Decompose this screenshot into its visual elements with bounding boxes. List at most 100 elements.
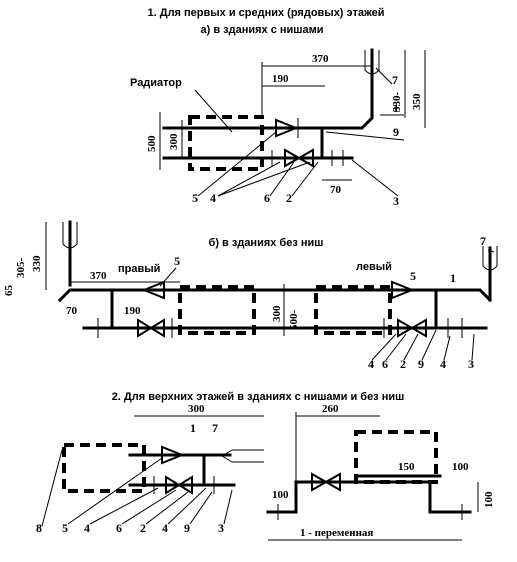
dim-a-330: 330- — [391, 92, 403, 113]
callout-b-2: 2 — [400, 357, 406, 371]
riser-cup-c — [221, 449, 264, 463]
callout-c-1: 1 — [190, 421, 196, 435]
leader-a-4b — [217, 161, 311, 197]
leader-b-6 — [385, 333, 407, 361]
dim-b-370: 370 — [90, 270, 107, 282]
leader-a-7 — [375, 67, 393, 85]
leader-a-6 — [269, 161, 295, 197]
callout-a-7: 7 — [392, 73, 398, 87]
callout-c-6: 6 — [116, 521, 122, 535]
radiator-label: Радиатор — [130, 77, 182, 89]
supply-pipe-d — [266, 480, 472, 514]
leader-b-4b — [443, 335, 451, 361]
callout-c-9: 9 — [184, 521, 190, 535]
leader-a-3 — [351, 159, 399, 197]
callout-c-4: 4 — [84, 521, 90, 535]
supply-pipe-b — [57, 288, 493, 303]
callout-c-2: 2 — [140, 521, 146, 535]
dim-d-150: 150 — [398, 461, 415, 473]
callout-b-9: 9 — [418, 357, 424, 371]
dim-b-330: 330 — [31, 255, 43, 272]
dim-d-100c: 100 — [483, 491, 495, 508]
label-variable: 1 - переменная — [300, 527, 373, 539]
label-right: правый — [118, 263, 160, 275]
dim-d-100b: 100 — [272, 489, 289, 501]
leader-c-9 — [189, 491, 213, 525]
check-valve-a — [275, 118, 299, 138]
callout-a-5: 5 — [192, 191, 198, 205]
gate-valve-b-left — [397, 318, 427, 338]
dim-b-190: 190 — [124, 305, 141, 317]
check-valve-b-right — [141, 280, 165, 300]
radiator-c — [62, 443, 146, 493]
callout-b-7: 7 — [480, 234, 486, 248]
callout-c-8: 8 — [36, 521, 42, 535]
leader-c-4 — [89, 487, 159, 525]
dim-d-260: 260 — [322, 403, 339, 415]
gate-valve-a — [284, 148, 314, 168]
dim-b-300: 300 — [271, 305, 283, 322]
subsection-b-heading: б) в зданиях без ниш — [209, 237, 324, 249]
dim-b-305: 305- — [15, 258, 27, 279]
callout-b-5-left: 5 — [410, 269, 416, 283]
section1-heading: 1. Для первых и средних (рядовых) этажей — [148, 7, 385, 19]
callout-b-4b: 4 — [440, 357, 446, 371]
leader-c-8 — [41, 449, 63, 527]
check-valve-c — [161, 445, 185, 465]
leader-a-4a — [217, 161, 281, 197]
dim-b-500: 500- — [288, 310, 300, 331]
radiator-leader — [194, 89, 233, 133]
leader-b-5-right — [159, 267, 177, 287]
dim-a-500: 500 — [146, 135, 158, 152]
dim-d-100a: 100 — [452, 461, 469, 473]
callout-c-7: 7 — [212, 421, 218, 435]
dim-a-370: 370 — [312, 53, 329, 65]
callout-c-5: 5 — [62, 521, 68, 535]
callout-a-3: 3 — [393, 194, 399, 208]
dim-a-70: 70 — [330, 184, 342, 196]
callout-a-1: 1 — [393, 101, 399, 115]
leader-c-2 — [145, 491, 189, 525]
callout-b-1: 1 — [450, 271, 456, 285]
dim-c-300: 300 — [188, 403, 205, 415]
leader-c-5 — [67, 457, 163, 525]
callout-a-6: 6 — [264, 191, 270, 205]
dim-a-350: 350 — [411, 93, 423, 110]
dim-b-70: 70 — [66, 305, 78, 317]
leader-b-9 — [421, 329, 437, 361]
dim-a-190: 190 — [272, 73, 289, 85]
callout-c-3: 3 — [218, 521, 224, 535]
subsection-a-heading: а) в зданиях с нишами — [201, 24, 324, 36]
callout-b-3: 3 — [468, 357, 474, 371]
check-valve-b-left — [391, 280, 415, 300]
leader-c-6 — [121, 489, 177, 525]
leader-c-4b — [167, 487, 207, 525]
leader-b-7 — [487, 249, 495, 253]
callout-c-4b: 4 — [162, 521, 168, 535]
dim-b-65: 65 — [3, 285, 15, 297]
gate-valve-b-right — [137, 318, 165, 338]
supply-pipe-a — [162, 48, 374, 130]
dim-a-300: 300 — [168, 133, 180, 150]
leader-b-3 — [471, 333, 475, 361]
callout-a-2: 2 — [286, 191, 292, 205]
gate-valve-c — [165, 475, 193, 495]
diagram-d: 260 150 100 100 100 1 - переменная — [266, 403, 495, 541]
label-left: левый — [356, 261, 392, 273]
leader-c-3 — [223, 489, 233, 525]
leader-a-5 — [197, 131, 277, 197]
section2-heading: 2. Для верхних этажей в зданиях с нишами… — [112, 391, 405, 403]
leader-a-9 — [325, 131, 405, 141]
radiator-b-left — [314, 285, 392, 335]
callout-a-4: 4 — [210, 191, 216, 205]
callout-b-6: 6 — [382, 357, 388, 371]
radiator-b-right — [178, 285, 256, 335]
callout-a-9: 9 — [393, 125, 399, 139]
diagram-c: 300 8 1 7 5 4 6 2 4 9 3 — [36, 403, 264, 535]
diagram-a: Радиатор 370 190 500 300 330- 350 70 — [130, 48, 426, 208]
leader-a-2 — [291, 161, 319, 197]
callout-b-5-right: 5 — [174, 254, 180, 268]
leader-b-4 — [371, 333, 397, 361]
gate-valve-d — [311, 472, 341, 492]
diagram-b: правый левый 305- 330 65 370 70 190 500-… — [3, 220, 498, 371]
